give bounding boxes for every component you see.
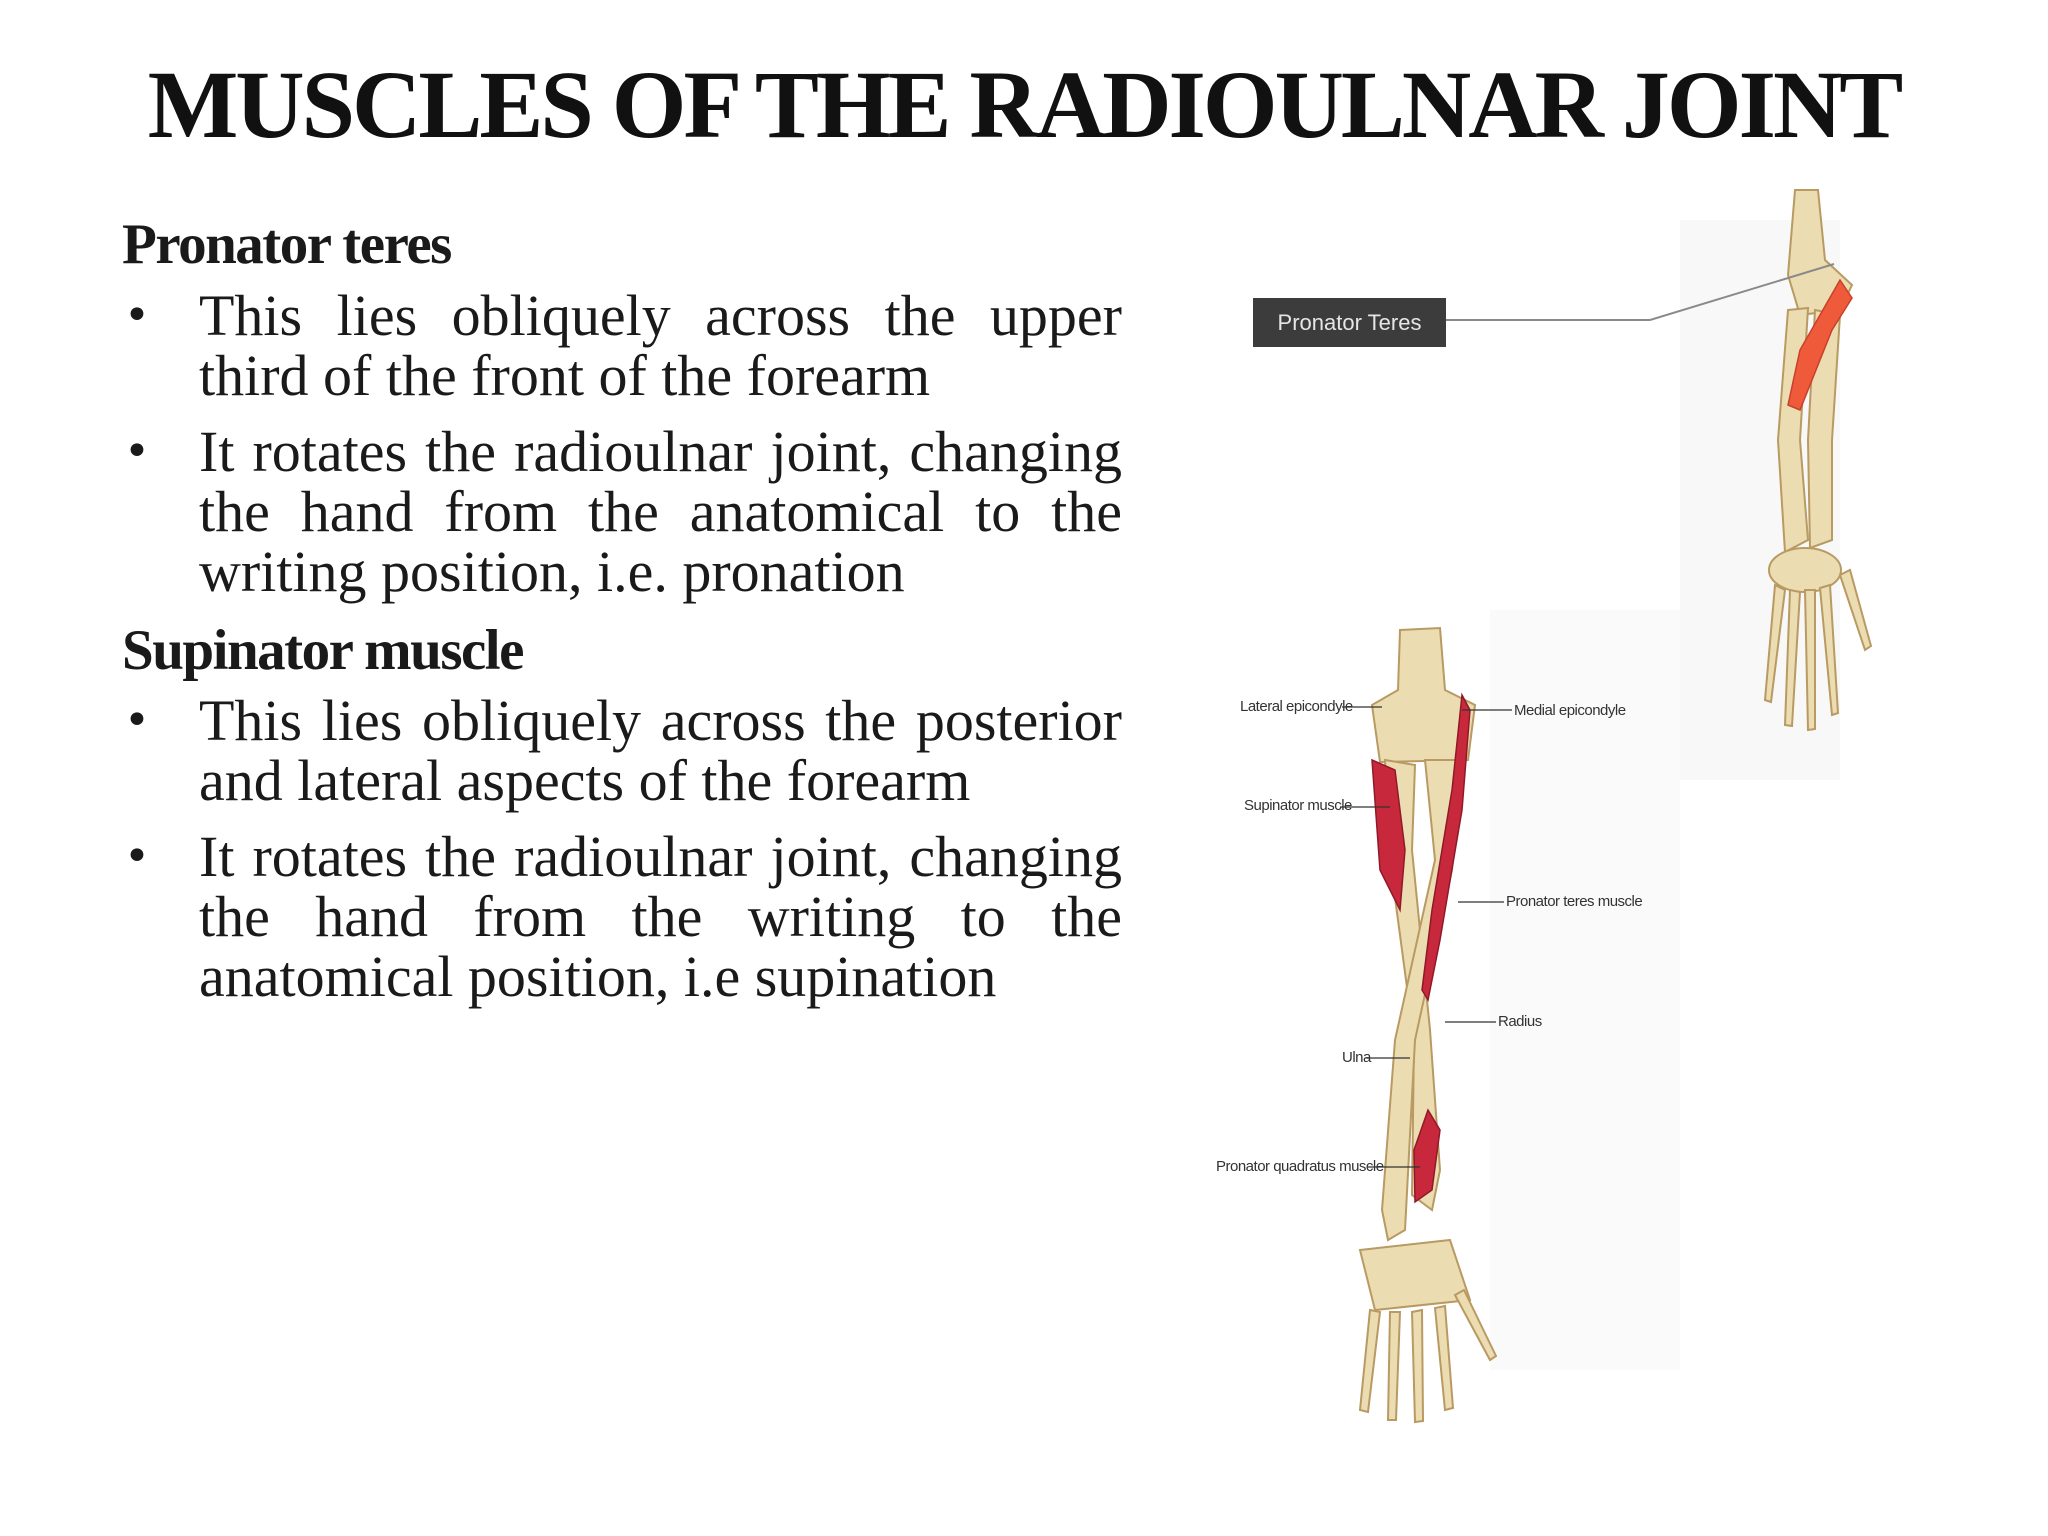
finger-bone xyxy=(1358,1308,1382,1414)
pronator-teres-callout: Pronator Teres xyxy=(1253,298,1446,347)
label-lateral-epicondyle: Lateral epicondyle xyxy=(1240,698,1353,715)
list-item: • This lies obliquely across the upper th… xyxy=(122,282,1122,408)
finger-bone xyxy=(1783,588,1802,728)
finger-bone xyxy=(1818,583,1840,717)
bullet-icon: • xyxy=(124,289,150,341)
label-radius: Radius xyxy=(1498,1013,1542,1030)
bullet-icon: • xyxy=(124,425,150,477)
thumb-bone xyxy=(1838,568,1873,652)
label-pronator-teres-muscle: Pronator teres muscle xyxy=(1506,893,1643,910)
humerus-bone xyxy=(1370,626,1477,764)
bullet-icon: • xyxy=(124,695,150,747)
forearm-bones xyxy=(1358,626,1498,1424)
heading-pronator-teres: Pronator teres xyxy=(122,213,452,276)
supinator-muscle xyxy=(1371,758,1406,913)
thumb-bone xyxy=(1453,1288,1498,1362)
finger-bone xyxy=(1433,1304,1455,1412)
bullet-text: It rotates the radioulnar joint, changin… xyxy=(199,824,1122,1010)
slide-title: MUSCLES OF THE RADIOULNAR JOINT xyxy=(147,51,1904,158)
pronator-teres-list: • This lies obliquely across the upper th… xyxy=(122,282,1122,604)
figure-background xyxy=(1490,610,1680,1370)
bullet-text: It rotates the radioulnar joint, changin… xyxy=(199,418,1122,604)
label-supinator-muscle: Supinator muscle xyxy=(1244,797,1352,814)
callout-leader-line xyxy=(1446,263,1835,321)
carpal-bones xyxy=(1358,1238,1472,1312)
bullet-text: This lies obliquely across the posterior… xyxy=(199,688,1122,814)
finger-bone xyxy=(1763,583,1787,704)
finger-bone xyxy=(1386,1311,1402,1421)
label-medial-epicondyle: Medial epicondyle xyxy=(1514,702,1626,719)
label-ulna: Ulna xyxy=(1342,1049,1371,1066)
pronator-teres-muscle xyxy=(1787,278,1853,411)
label-pronator-quadratus-muscle: Pronator quadratus muscle xyxy=(1216,1158,1384,1175)
heading-supinator-muscle: Supinator muscle xyxy=(122,618,524,682)
pronator-teres-illustration xyxy=(1446,189,1873,780)
pronator-quadratus-muscle xyxy=(1413,1108,1441,1204)
list-item: • It rotates the radioulnar joint, changi… xyxy=(122,418,1122,604)
bullet-icon: • xyxy=(124,831,150,883)
forearm-anatomy-illustration xyxy=(1340,610,1680,1424)
list-item: • It rotates the radioulnar joint, changi… xyxy=(122,827,1122,1007)
bullet-text: This lies obliquely across the upper thi… xyxy=(199,282,1122,408)
text-column: Pronator teres • This lies obliquely acro… xyxy=(122,212,1122,1023)
pronator-teres-muscle xyxy=(1421,692,1471,1003)
finger-bone xyxy=(1803,589,1816,732)
finger-bone xyxy=(1410,1308,1425,1424)
supinator-list: • This lies obliquely across the posterio… xyxy=(122,691,1122,1007)
list-item: • This lies obliquely across the posterio… xyxy=(122,691,1122,811)
